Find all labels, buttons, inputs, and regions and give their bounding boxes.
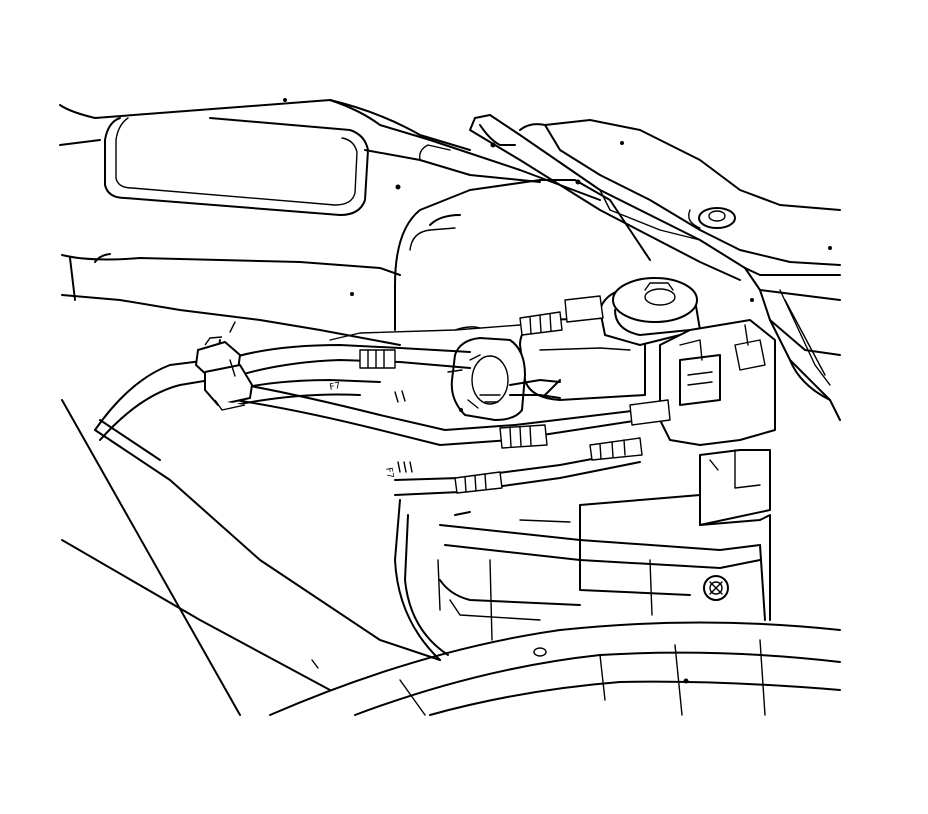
- left-frame-rail: [61, 253, 401, 346]
- rear-axle-housing: [269, 621, 841, 716]
- rear-crossmember: [469, 114, 841, 421]
- hose-mark-upper: F7: [329, 381, 341, 393]
- hose-mark-lower: F7: [383, 467, 395, 479]
- quick-connect-clips: [195, 336, 253, 411]
- lower-frame-member: [61, 399, 441, 716]
- evap-canister-bracket: [659, 319, 776, 526]
- fuel-lines: [94, 295, 671, 496]
- fuel-pump-module: [519, 277, 701, 401]
- stamped-marks: F7 F7: [329, 381, 413, 479]
- upper-frame-rail: [59, 98, 601, 216]
- fuel-valve-assembly: [447, 337, 526, 421]
